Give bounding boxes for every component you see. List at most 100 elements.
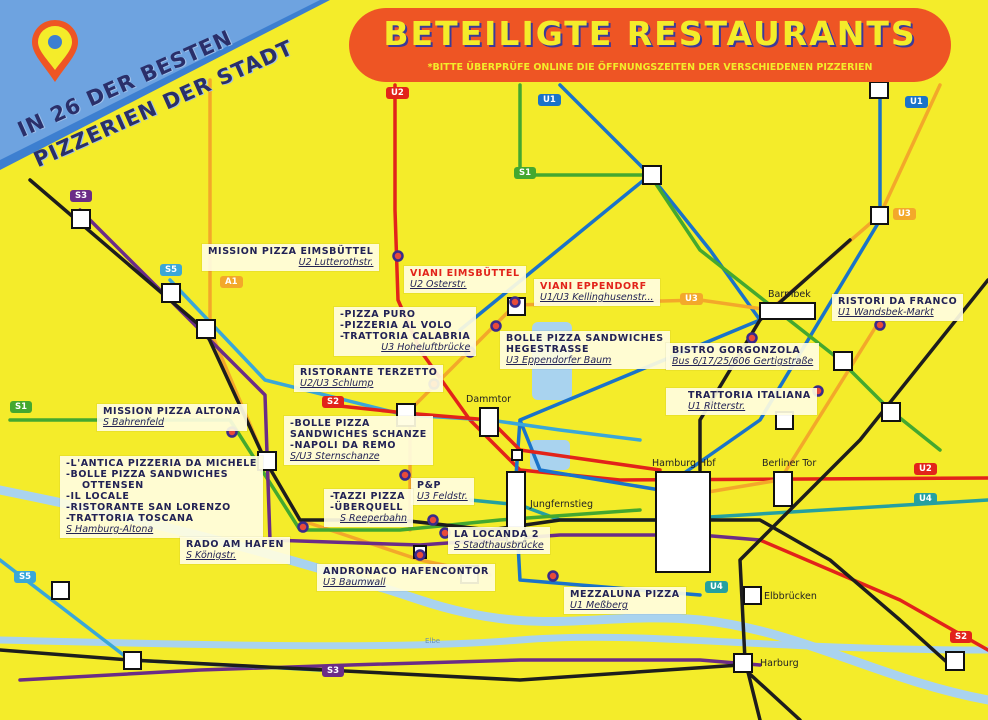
restaurant-label: -PIZZA PURO -PIZZERIA AL VOLO -TRATTORIA…: [334, 307, 477, 356]
restaurant-name: -L'ANTICA PIZZERIA DA MICHELE: [66, 458, 258, 469]
restaurant-stop: U1/U3 Kellinghusenstr...: [540, 292, 654, 303]
restaurant-pin: [874, 319, 886, 331]
restaurant-label: VIANI EPPENDORF U1/U3 Kellinghusenstr...: [534, 279, 660, 306]
station-node: [71, 209, 91, 229]
line-badge-s3: S3: [322, 665, 345, 677]
line-badge-u1: U1: [905, 96, 928, 108]
restaurant-label: -BOLLE PIZZA SANDWICHES SCHANZE -NAPOLI …: [284, 416, 433, 465]
restaurant-label: BOLLE PIZZA SANDWICHES HEGESTRASSE U3 Ep…: [500, 331, 670, 369]
restaurant-name: VIANI EIMSBÜTTEL: [410, 268, 520, 279]
station-label: Jungfernstieg: [530, 499, 594, 510]
restaurant-name: -BOLLE PIZZA SANDWICHES: [66, 469, 229, 480]
station-node: [945, 651, 965, 671]
line-badge-u1: U1: [538, 94, 561, 106]
ribbon-banner: [0, 0, 330, 170]
restaurant-name: RISTORANTE TERZETTO: [300, 367, 438, 378]
station-node: [773, 471, 793, 507]
restaurant-name: TRATTORIA ITALIANA: [688, 390, 811, 401]
restaurant-name: -RISTORANTE SAN LORENZO: [66, 502, 231, 513]
restaurant-pin: [427, 514, 439, 526]
station-label: Harburg: [760, 658, 799, 669]
restaurant-pin: [414, 549, 426, 561]
restaurant-label: TRATTORIA ITALIANA U1 Ritterstr.: [666, 388, 817, 415]
restaurant-name: OTTENSEN: [82, 480, 144, 491]
station-node: [511, 449, 523, 461]
restaurant-label: RADO AM HAFEN S Königstr.: [180, 537, 291, 564]
line-badge-s2: S2: [322, 396, 345, 408]
river-label: Elbe: [425, 637, 441, 645]
station-node: [881, 402, 901, 422]
restaurant-label: ANDRONACO HAFENCONTOR U3 Baumwall: [317, 564, 495, 591]
line-badge-a1: A1: [220, 276, 243, 288]
restaurant-name: BISTRO GORGONZOLA: [672, 345, 801, 356]
restaurant-name: -ÜBERQUELL: [330, 502, 404, 513]
restaurant-label: RISTORI DA FRANCO U1 Wandsbek-Markt: [832, 294, 964, 321]
line-badge-s5: S5: [14, 571, 37, 583]
restaurant-pin: [392, 250, 404, 262]
line-badge-s3: S3: [70, 190, 93, 202]
line-badge-s1: S1: [514, 167, 537, 179]
restaurant-stop: U1 Meßberg: [570, 600, 628, 611]
line-badge-u3: U3: [893, 208, 916, 220]
restaurant-name: -IL LOCALE: [66, 491, 130, 502]
restaurant-stop: U3 Feldstr.: [417, 491, 468, 502]
restaurant-label: -L'ANTICA PIZZERIA DA MICHELE -BOLLE PIZ…: [60, 456, 264, 538]
line-badge-u4: U4: [705, 581, 728, 593]
restaurant-label: LA LOCANDA 2 S Stadthausbrücke: [448, 527, 550, 554]
restaurant-name: RADO AM HAFEN: [186, 539, 285, 550]
station-node: [123, 651, 142, 670]
restaurant-name: MISSION PIZZA ALTONA: [103, 406, 241, 417]
restaurant-name: P&P: [417, 480, 442, 491]
line-badge-u2: U2: [386, 87, 409, 99]
line-badge-u2: U2: [914, 463, 937, 475]
restaurant-name: MEZZALUNA PIZZA: [570, 589, 680, 600]
restaurant-stop: S Bahrenfeld: [103, 417, 165, 428]
station-label: Hamburg Hbf: [652, 458, 716, 469]
station-label: Berliner Tor: [762, 458, 817, 469]
map-pin-icon: [32, 20, 78, 82]
station-node: [743, 586, 762, 605]
restaurant-name: BOLLE PIZZA SANDWICHES: [506, 333, 664, 344]
restaurant-label: MEZZALUNA PIZZA U1 Meßberg: [564, 587, 686, 614]
opening-hours-note: *BITTE ÜBERPRÜFE ONLINE DIE ÖFFNUNGSZEIT…: [427, 62, 873, 73]
restaurant-pin: [509, 296, 521, 308]
restaurant-label: P&P U3 Feldstr.: [411, 478, 474, 505]
line-badge-u3: U3: [680, 293, 703, 305]
station-node: [642, 165, 662, 185]
station-node: [733, 653, 753, 673]
restaurant-stop: S Hamburg-Altona: [66, 524, 154, 535]
restaurant-pin: [746, 332, 758, 344]
restaurant-pin: [490, 320, 502, 332]
page-title: BETEILIGTE RESTAURANTS: [383, 14, 917, 53]
restaurant-label: RISTORANTE TERZETTO U2/U3 Schlump: [294, 365, 444, 392]
restaurant-stop: U3 Hoheluftbrücke: [381, 342, 471, 353]
station-node: [479, 407, 499, 437]
station-node: [51, 581, 70, 600]
restaurant-name: -TAZZI PIZZA: [330, 491, 406, 502]
restaurant-pin: [399, 469, 411, 481]
restaurant-stop: S Stadthausbrücke: [454, 540, 544, 551]
restaurant-stop: U1 Ritterstr.: [688, 401, 746, 412]
restaurant-name: -NAPOLI DA REMO: [290, 440, 397, 451]
restaurant-name: -TRATTORIA TOSCANA: [66, 513, 194, 524]
restaurant-stop: U2 Lutterothstr.: [298, 257, 374, 268]
line-badge-s2: S2: [950, 631, 973, 643]
restaurant-stop: U2 Osterstr.: [410, 279, 467, 290]
restaurant-stop: U2/U3 Schlump: [300, 378, 374, 389]
restaurant-pin: [547, 570, 559, 582]
restaurant-pin: [297, 521, 309, 533]
line-u2: [393, 83, 988, 482]
restaurant-stop: U3 Eppendorfer Baum: [506, 355, 612, 366]
restaurant-label: BISTRO GORGONZOLA Bus 6/17/25/606 Gertig…: [666, 343, 820, 370]
restaurant-stop: S/U3 Sternschanze: [290, 451, 380, 462]
station-node: [759, 302, 816, 320]
restaurant-label: MISSION PIZZA ALTONA S Bahrenfeld: [97, 404, 247, 431]
restaurant-stop: U3 Baumwall: [323, 577, 386, 588]
restaurant-name: LA LOCANDA 2: [454, 529, 540, 540]
station-label: Elbbrücken: [764, 591, 817, 602]
line-badge-s1: S1: [10, 401, 33, 413]
restaurant-name: -BOLLE PIZZA: [290, 418, 370, 429]
line-badge-s5: S5: [160, 264, 183, 276]
restaurant-name: -PIZZA PURO: [340, 309, 416, 320]
station-node: [196, 319, 216, 339]
